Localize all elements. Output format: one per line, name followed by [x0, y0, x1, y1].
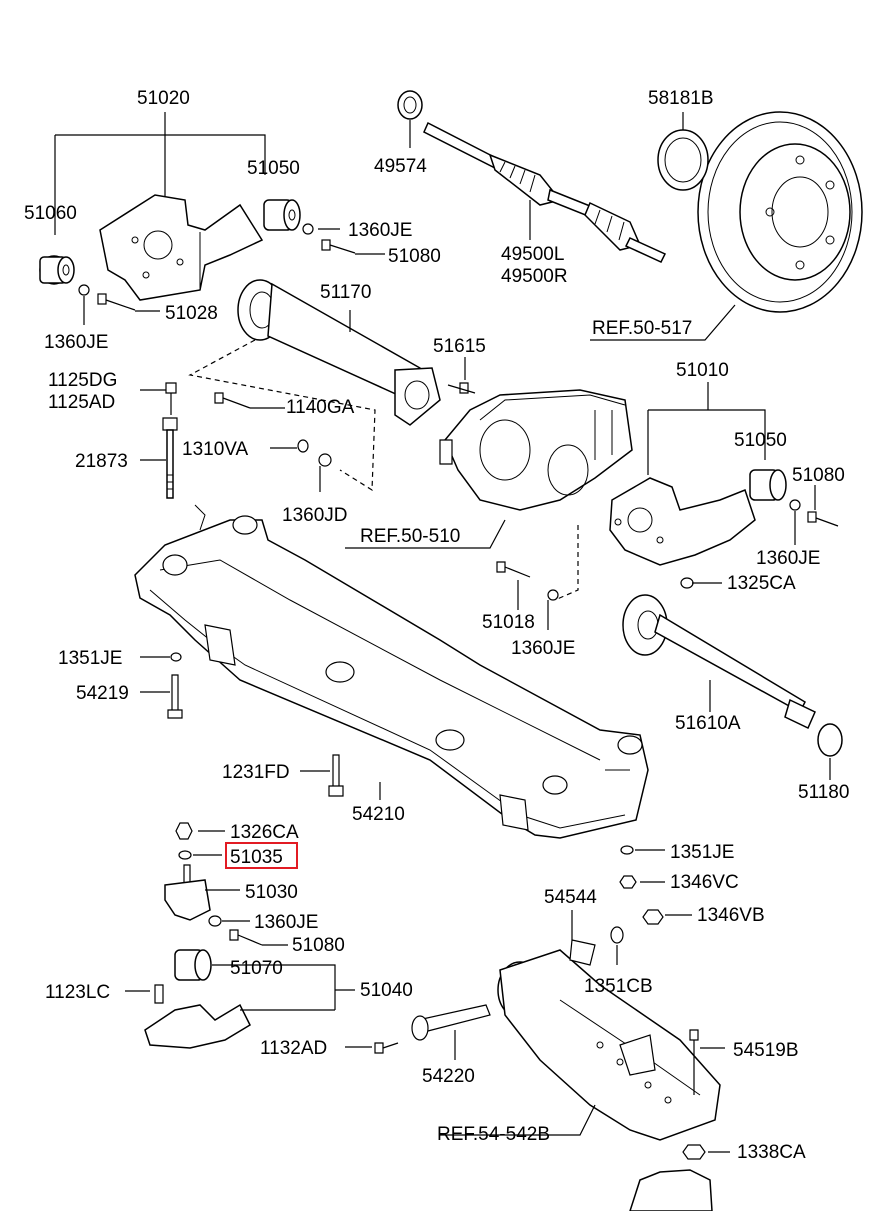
- label-1325ca: 1325CA: [727, 573, 796, 594]
- label-1140ga: 1140GA: [286, 397, 355, 418]
- label-1125ad: 1125AD: [48, 392, 115, 413]
- label-51060: 51060: [24, 203, 77, 224]
- bolt-51080b-icon: [807, 511, 839, 527]
- label-1360jd: 1360JD: [282, 505, 348, 526]
- label-51018: 51018: [482, 612, 535, 633]
- bolt-51028-icon: [97, 293, 136, 311]
- label-51080-right: 51080: [792, 465, 845, 486]
- axle-housing-51170-drawing: [188, 279, 441, 492]
- label-51020: 51020: [137, 88, 190, 109]
- bolts-left-drawing: [140, 357, 476, 499]
- label-51040: 51040: [360, 980, 413, 1001]
- label-54220: 54220: [422, 1066, 475, 1087]
- label-51180: 51180: [798, 782, 849, 803]
- label-1360je-right: 1360JE: [756, 548, 820, 569]
- control-arm-drawing: [411, 845, 730, 1211]
- label-1326ca: 1326CA: [230, 822, 299, 843]
- differential-carrier-drawing: [345, 389, 633, 549]
- label-51615: 51615: [433, 336, 486, 357]
- label-54544: 54544: [544, 887, 597, 908]
- label-21873: 21873: [75, 451, 128, 472]
- label-51610a: 51610A: [675, 713, 741, 734]
- label-1310va: 1310VA: [182, 439, 249, 460]
- label-1360je-mid: 1360JE: [511, 638, 575, 659]
- label-ref-50-510: REF.50-510: [360, 526, 460, 547]
- label-51080-lower: 51080: [292, 935, 345, 956]
- bushing-51050b-icon: [749, 469, 787, 501]
- mount-group-51040-drawing: [125, 822, 399, 1054]
- label-1346vc: 1346VC: [670, 872, 739, 893]
- label-49574: 49574: [374, 156, 427, 177]
- bushing-51060-icon: [39, 255, 75, 285]
- drive-shaft-drawing: [397, 90, 667, 263]
- mount-bracket-51010-drawing: [496, 382, 839, 630]
- label-58181b: 58181B: [648, 88, 714, 109]
- highlight-box-51035: [225, 842, 298, 869]
- label-1338ca: 1338CA: [737, 1142, 806, 1163]
- label-51010: 51010: [676, 360, 729, 381]
- crossmember-54210-drawing: [134, 504, 649, 839]
- label-51028: 51028: [165, 303, 218, 324]
- label-51170: 51170: [320, 282, 371, 303]
- label-1123lc: 1123LC: [45, 982, 110, 1003]
- label-1360je-lower: 1360JE: [254, 912, 318, 933]
- label-1132ad: 1132AD: [260, 1038, 327, 1059]
- label-1360je-left: 1360JE: [44, 332, 108, 353]
- label-51035[interactable]: 51035: [230, 847, 283, 868]
- bushing-51070-icon: [174, 949, 212, 981]
- label-51030: 51030: [245, 882, 298, 903]
- label-49500l: 49500L: [501, 244, 564, 265]
- label-1351je-left: 1351JE: [58, 648, 122, 669]
- label-49500r: 49500R: [501, 266, 568, 287]
- label-1346vb: 1346VB: [697, 905, 765, 926]
- brake-disc-drawing: [590, 111, 863, 341]
- label-51080-top: 51080: [388, 246, 441, 267]
- bolt-51080-icon: [321, 239, 356, 254]
- label-ref-50-517: REF.50-517: [592, 318, 692, 339]
- label-1360je-top: 1360JE: [348, 220, 412, 241]
- label-1351je-right: 1351JE: [670, 842, 734, 863]
- mount-bracket-51020-drawing: [39, 112, 385, 325]
- label-54519b: 54519B: [733, 1040, 799, 1061]
- label-51070: 51070: [230, 958, 283, 979]
- label-1351cb: 1351CB: [584, 976, 653, 997]
- label-51050-top: 51050: [247, 158, 300, 179]
- label-54219: 54219: [76, 683, 129, 704]
- label-51050-right: 51050: [734, 430, 787, 451]
- bushing-51050-icon: [263, 199, 301, 231]
- label-ref-54-542b: REF.54-542B: [437, 1124, 550, 1145]
- axle-shaft-51610a-drawing: [622, 594, 843, 780]
- label-1125dg: 1125DG: [48, 370, 117, 391]
- label-1231fd: 1231FD: [222, 762, 290, 783]
- label-54210: 54210: [352, 804, 405, 825]
